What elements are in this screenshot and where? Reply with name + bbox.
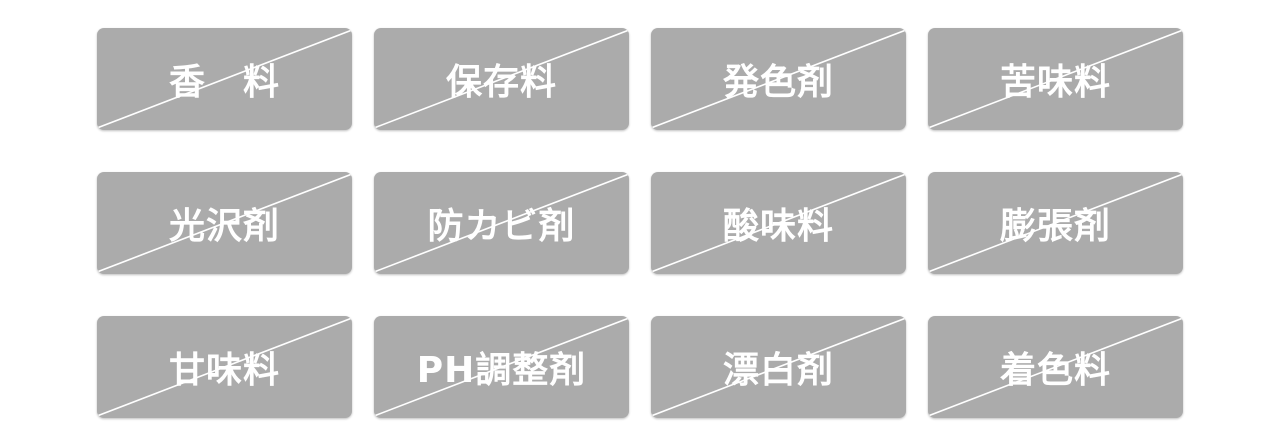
additive-free-tile: PH調整剤 — [374, 316, 629, 418]
strikethrough-icon — [97, 317, 352, 417]
strikethrough-icon — [97, 29, 352, 129]
strikethrough-icon — [651, 173, 906, 273]
strikethrough-icon — [374, 173, 629, 273]
additive-free-tile: 香 料 — [97, 28, 352, 130]
strikethrough-icon — [97, 173, 352, 273]
strikethrough-icon — [651, 29, 906, 129]
additive-free-tile: 甘味料 — [97, 316, 352, 418]
additive-label: 光沢剤 — [168, 206, 280, 247]
additive-free-tile: 苦味料 — [928, 28, 1183, 130]
additive-free-tile: 保存料 — [374, 28, 629, 130]
additive-label: 防カビ剤 — [427, 206, 576, 247]
additive-free-tile: 漂白剤 — [651, 316, 906, 418]
additive-label: 保存料 — [445, 62, 557, 103]
strikethrough-icon — [928, 29, 1183, 129]
additive-label: 発色剤 — [722, 62, 834, 103]
additive-free-tile: 着色料 — [928, 316, 1183, 418]
additive-free-tile: 発色剤 — [651, 28, 906, 130]
additive-label: 甘味料 — [168, 350, 280, 391]
additive-free-tile: 酸味料 — [651, 172, 906, 274]
additive-free-tile: 防カビ剤 — [374, 172, 629, 274]
additive-free-grid: 香 料 保存料 発色剤 苦味料光沢剤 防カビ剤 酸味料 膨張剤甘味料 PH調整剤 漂白剤 着色料 — [97, 28, 1183, 418]
additive-free-tile: 光沢剤 — [97, 172, 352, 274]
strikethrough-icon — [374, 317, 629, 417]
additive-label: 漂白剤 — [722, 350, 834, 391]
additive-label: 着色料 — [999, 350, 1111, 391]
strikethrough-icon — [651, 317, 906, 417]
additive-label: 酸味料 — [722, 206, 834, 247]
additive-label: PH調整剤 — [416, 350, 587, 391]
additive-free-tile: 膨張剤 — [928, 172, 1183, 274]
strikethrough-icon — [928, 317, 1183, 417]
additive-label: 苦味料 — [999, 62, 1111, 103]
strikethrough-icon — [928, 173, 1183, 273]
additive-label: 膨張剤 — [999, 206, 1111, 247]
strikethrough-icon — [374, 29, 629, 129]
